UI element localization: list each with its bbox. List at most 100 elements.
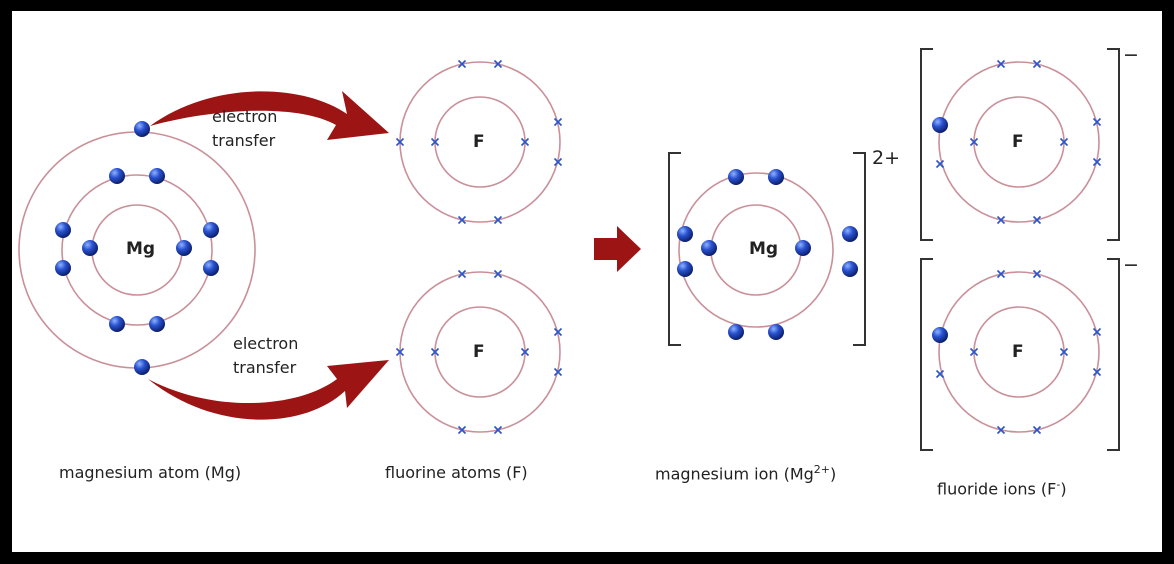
electron-cross	[553, 117, 563, 127]
diagram-canvas: electron transfer electron transfer Mg F…	[12, 11, 1162, 552]
electron-dot	[149, 316, 165, 332]
electron-cross	[1092, 367, 1102, 377]
electron-cross	[520, 137, 530, 147]
electron-dot	[134, 121, 150, 137]
f-atom-top-symbol: F	[473, 132, 485, 152]
electron-dot	[55, 222, 71, 238]
electron-cross	[430, 137, 440, 147]
electron-cross	[553, 367, 563, 377]
electron-cross	[1032, 425, 1042, 435]
caption-f-ions-close: )	[1060, 479, 1067, 499]
electron-cross	[493, 269, 503, 279]
electron-cross	[935, 159, 945, 169]
electron-cross	[1059, 347, 1069, 357]
caption-magnesium-atom: magnesium atom (Mg)	[59, 463, 242, 482]
electron-cross	[969, 137, 979, 147]
electron-dot	[932, 327, 948, 343]
transfer-arrow-top	[150, 91, 389, 140]
mg-atom-symbol: Mg	[126, 239, 156, 259]
f-ion-bottom-bracket-left	[920, 258, 933, 451]
electron-dot	[55, 260, 71, 276]
electron-cross	[969, 347, 979, 357]
electron-cross	[395, 347, 405, 357]
electron-dot	[82, 240, 98, 256]
electron-cross	[457, 215, 467, 225]
mg-ion-bracket-left	[668, 152, 681, 346]
electron-cross	[395, 137, 405, 147]
electron-dot	[203, 260, 219, 276]
f-ion-top-charge: −	[1123, 44, 1139, 66]
mg-ion-symbol: Mg	[749, 239, 779, 259]
caption-fluoride-ions: fluoride ions (F-)	[937, 478, 1067, 498]
electron-cross	[1092, 157, 1102, 167]
electron-dot	[203, 222, 219, 238]
electron-dot	[134, 359, 150, 375]
electron-dot	[149, 168, 165, 184]
mg-ion-charge: 2+	[872, 147, 901, 169]
f-atom-bottom-symbol: F	[473, 342, 485, 362]
caption-mg-ion-text: magnesium ion (Mg	[655, 464, 814, 484]
electron-transfer-label-top: electron transfer	[212, 105, 277, 153]
f-ion-top-bracket-right	[1107, 48, 1120, 241]
electron-cross	[493, 215, 503, 225]
mg-ion-bracket-right	[853, 152, 866, 346]
electron-cross	[1059, 137, 1069, 147]
electron-cross	[493, 425, 503, 435]
electron-transfer-bottom-line2: transfer	[233, 358, 297, 377]
electron-transfer-bottom-line1: electron	[233, 334, 299, 353]
electron-cross	[457, 59, 467, 69]
electron-dot	[842, 261, 858, 277]
caption-fluorine-atoms: fluorine atoms (F)	[385, 463, 528, 482]
electron-cross	[1032, 215, 1042, 225]
electron-dot	[932, 117, 948, 133]
f-ion-bottom-bracket-right	[1107, 258, 1120, 451]
mg-ion-shell-2	[678, 172, 834, 328]
electron-cross	[1032, 59, 1042, 69]
electron-dot	[768, 169, 784, 185]
electron-cross	[996, 215, 1006, 225]
electron-cross	[520, 347, 530, 357]
transfer-arrow-bottom	[148, 360, 389, 420]
electron-transfer-top-line2: transfer	[212, 131, 276, 150]
electron-cross	[1032, 269, 1042, 279]
electron-cross	[430, 347, 440, 357]
electron-dot	[677, 226, 693, 242]
f-outer-shell	[938, 271, 1100, 433]
electron-dot	[677, 261, 693, 277]
electron-dot	[728, 169, 744, 185]
electron-cross	[1092, 117, 1102, 127]
reaction-arrow	[594, 226, 641, 272]
caption-mg-ion-close: )	[830, 464, 837, 484]
f-ion-top-symbol: F	[1012, 132, 1024, 152]
electron-cross	[1092, 327, 1102, 337]
electron-transfer-label-bottom: electron transfer	[233, 332, 298, 380]
electron-cross	[493, 59, 503, 69]
electron-dot	[728, 324, 744, 340]
diagram-art	[18, 48, 1120, 451]
electron-cross	[553, 327, 563, 337]
electron-transfer-top-line1: electron	[212, 107, 278, 126]
electron-dot	[176, 240, 192, 256]
electron-dot	[701, 240, 717, 256]
mg-shell-2	[61, 174, 213, 326]
caption-f-ions-text: fluoride ions (F	[937, 479, 1057, 499]
caption-f-ions-sup: -	[1056, 478, 1061, 491]
electron-cross	[553, 157, 563, 167]
electron-dot	[842, 226, 858, 242]
electron-dot	[109, 168, 125, 184]
electron-dot	[795, 240, 811, 256]
electron-cross	[996, 59, 1006, 69]
electron-cross	[457, 269, 467, 279]
electron-cross	[457, 425, 467, 435]
caption-mg-ion-sup: 2+	[813, 463, 831, 476]
f-ion-bottom-symbol: F	[1012, 342, 1024, 362]
electron-dot	[768, 324, 784, 340]
electron-cross	[935, 369, 945, 379]
f-ion-bottom-charge: −	[1123, 254, 1139, 276]
f-outer-shell	[938, 61, 1100, 223]
f-ion-top-bracket-left	[920, 48, 933, 241]
electron-cross	[996, 425, 1006, 435]
caption-magnesium-ion: magnesium ion (Mg2+)	[655, 463, 836, 483]
electron-cross	[996, 269, 1006, 279]
electron-dot	[109, 316, 125, 332]
